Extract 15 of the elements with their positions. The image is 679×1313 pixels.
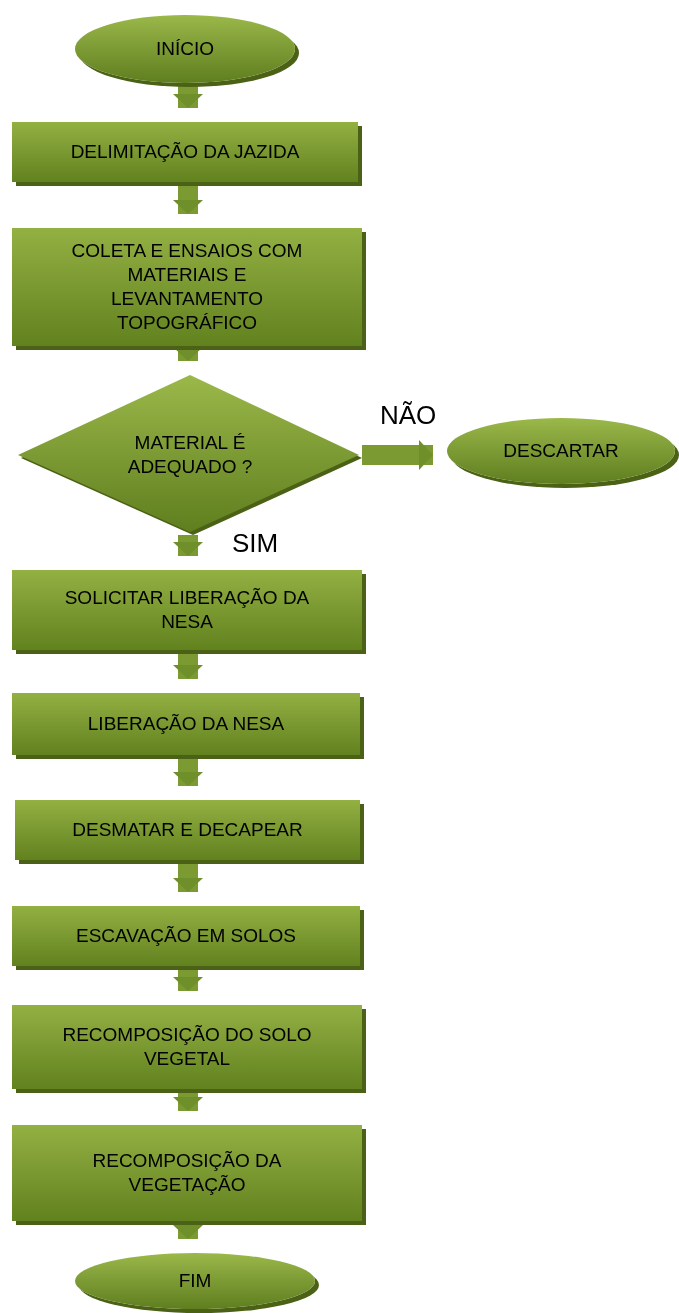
node-text: DESCARTAR [503, 439, 619, 463]
node-text: SOLICITAR LIBERAÇÃO DA NESA [63, 586, 311, 634]
node-text: INÍCIO [155, 37, 215, 61]
node-text: RECOMPOSIÇÃO DO SOLO VEGETAL [61, 1023, 313, 1071]
decision-diamond [18, 375, 362, 535]
block-arrow [173, 535, 203, 556]
node-text: DELIMITAÇÃO DA JAZIDA [70, 140, 300, 164]
node-text: FIM [178, 1269, 212, 1293]
node-text: LIBERAÇÃO DA NESA [87, 712, 285, 736]
node-text: DESMATAR E DECAPEAR [72, 818, 303, 842]
node-text: RECOMPOSIÇÃO DA VEGETAÇÃO [91, 1149, 283, 1197]
node-text: ESCAVAÇÃO EM SOLOS [76, 924, 296, 948]
node-text: MATERIAL É ADEQUADO ? [126, 431, 254, 479]
block-arrow [362, 440, 433, 470]
node-text: COLETA E ENSAIOS COM MATERIAIS E LEVANTAMENTO TOPOGRÁFICO [70, 239, 304, 335]
